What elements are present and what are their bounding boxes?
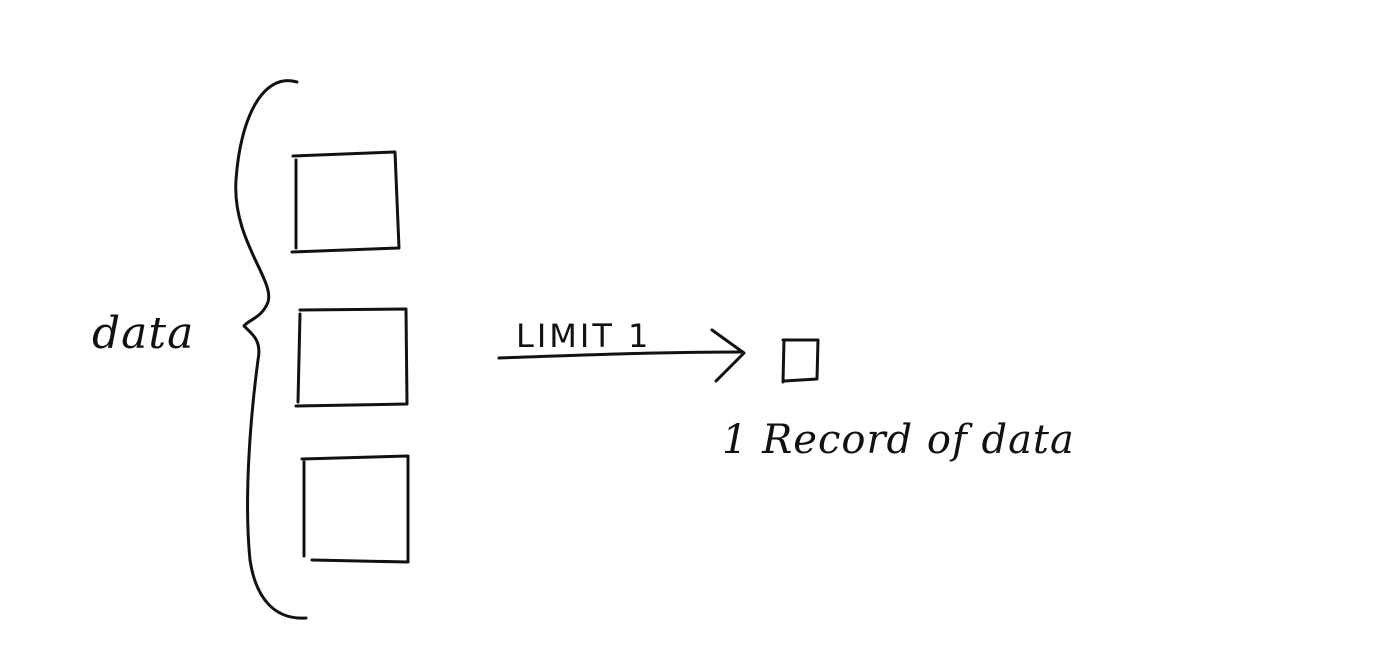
arrow-line: [497, 350, 744, 360]
input-record-box-1: [290, 150, 401, 254]
input-record-box-3: [300, 454, 410, 564]
input-label: data: [92, 308, 195, 359]
operation-label: LIMIT 1: [516, 317, 652, 355]
arrow-head: [710, 328, 746, 383]
output-record-box: [781, 338, 820, 384]
curly-brace: [234, 79, 308, 620]
output-label: 1 Record of data: [722, 417, 1075, 463]
input-record-box-2: [294, 307, 409, 408]
